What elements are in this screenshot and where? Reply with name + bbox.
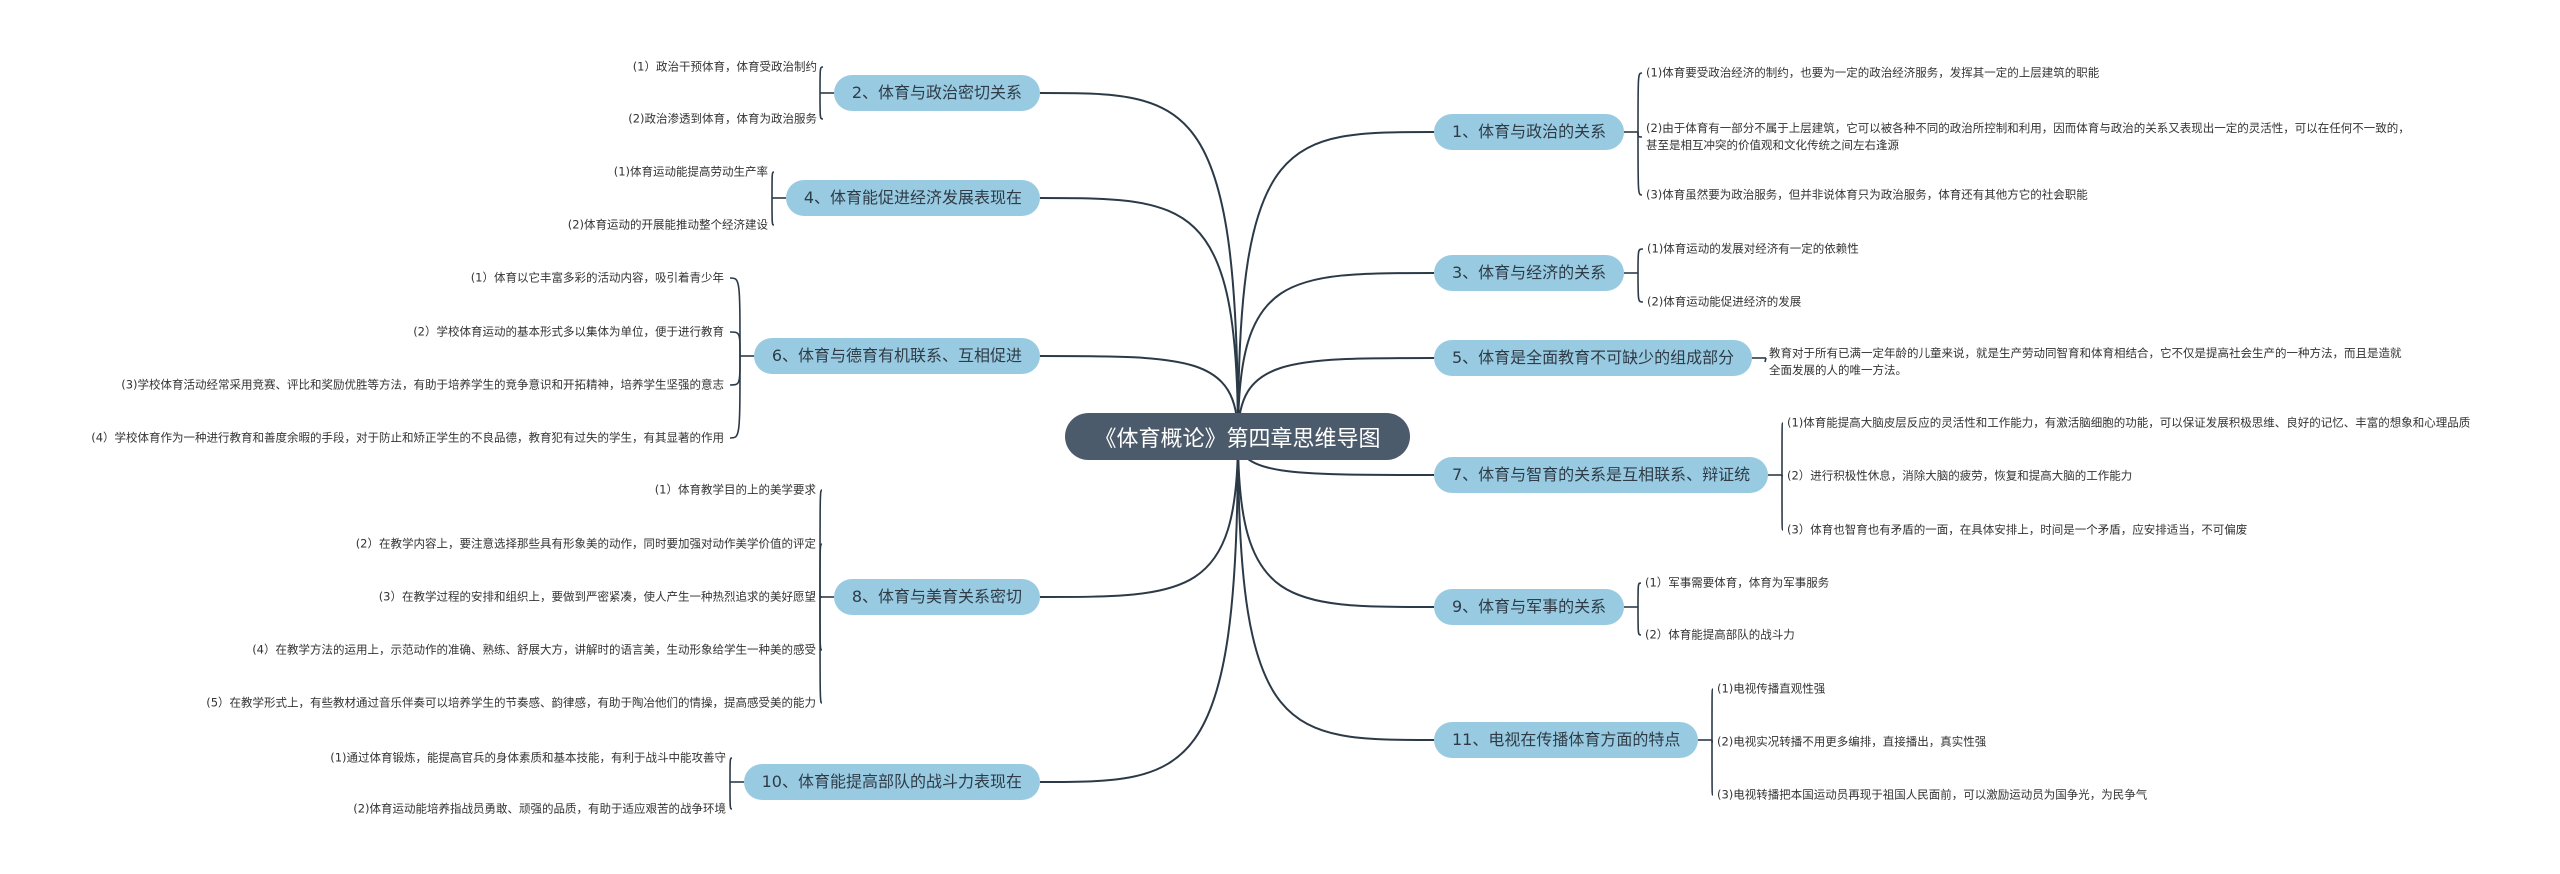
- branch-node[interactable]: 11、电视在传播体育方面的特点: [1434, 722, 1699, 758]
- leaf-text: (2)由于体育有一部分不属于上层建筑，它可以被各种不同的政治所控制和利用，因而体…: [1646, 121, 2410, 152]
- leaf-text: (4）学校体育作为一种进行教育和善度余暇的手段，对于防止和矫正学生的不良品德，教…: [91, 430, 724, 445]
- leaf-text: (3）体育也智育也有矛盾的一面，在具体安排上，时间是一个矛盾，应安排适当，不可偏…: [1787, 522, 2248, 537]
- bracket-curve: [819, 66, 824, 94]
- bracket-curve: [1637, 606, 1642, 636]
- leaf-text: (3)学校体育活动经常采用竞赛、评比和奖励优胜等方法，有助于培养学生的竞争意识和…: [121, 377, 724, 392]
- leaf-text: (2)电视实况转播不用更多编排，直接播出，真实性强: [1717, 734, 1987, 749]
- leaf-text: (1）军事需要体育，体育为军事服务: [1645, 575, 1830, 590]
- bracket-curve: [1711, 688, 1714, 741]
- bracket-curve: [729, 331, 741, 357]
- leaf-text: (4）在教学方法的运用上，示范动作的准确、熟练、舒展大方，讲解时的语言美，生动形…: [252, 642, 816, 657]
- bracket-curve: [729, 757, 733, 783]
- leaf-text: (3)电视转播把本国运动员再现于祖国人民面前，可以激励运动员为国争光，为民争气: [1717, 787, 2148, 802]
- bracket-curve: [1637, 582, 1642, 608]
- leaf-text: (1)通过体育锻炼，能提高官兵的身体素质和基本技能，有利于战斗中能攻善守: [330, 750, 726, 765]
- bracket-curve: [771, 171, 775, 199]
- leaf-text: (2)体育运动的开展能推动整个经济建设: [567, 217, 768, 232]
- bracket-curve: [729, 781, 733, 810]
- leaf-text: (1）政治干预体育，体育受政治制约: [632, 59, 817, 74]
- main-connector: [1237, 357, 1435, 438]
- bracket-curve: [771, 197, 775, 226]
- bracket-curve: [1637, 131, 1643, 196]
- leaf-text: (2）在教学内容上，要注意选择那些具有形象美的动作，同时要加强对动作美学价值的评…: [355, 536, 816, 551]
- bracket-curve: [819, 543, 823, 598]
- leaf-text: (3）在教学过程的安排和组织上，要做到严密紧凑，使人产生一种热烈追求的美好愿望: [378, 589, 816, 604]
- branch-node[interactable]: 8、体育与美育关系密切: [833, 579, 1040, 615]
- branch-node[interactable]: 9、体育与军事的关系: [1434, 589, 1625, 625]
- branch-node[interactable]: 1、体育与政治的关系: [1434, 114, 1625, 150]
- bracket-curve: [1781, 422, 1784, 476]
- bracket-curve: [729, 355, 741, 439]
- bracket-curve: [819, 92, 824, 120]
- branch-node[interactable]: 6、体育与德育有机联系、互相促进: [753, 338, 1040, 374]
- leaf-text: (2）学校体育运动的基本形式多以集体为单位，便于进行教育: [413, 324, 724, 339]
- bracket-curve: [1711, 739, 1714, 796]
- leaf-text: (1）体育以它丰富多彩的活动内容，吸引着青少年: [470, 270, 724, 285]
- leaf-text: (2)体育运动能培养指战员勇敢、顽强的品质，有助于适应艰苦的战争环境: [353, 801, 726, 816]
- main-connector: [1237, 436, 1435, 608]
- branch-node[interactable]: 7、体育与智育的关系是互相联系、辩证统: [1434, 457, 1769, 493]
- leaf-text: 教育对于所有已满一定年龄的儿童来说，就是生产劳动同智育和体育相结合，它不仅是提高…: [1769, 346, 2402, 377]
- bracket-curve: [1637, 272, 1644, 303]
- bracket-curve: [1781, 474, 1784, 531]
- root-node[interactable]: 《体育概论》第四章思维导图: [1065, 413, 1410, 460]
- branch-node[interactable]: 3、体育与经济的关系: [1434, 255, 1625, 291]
- leaf-text: (1)体育运动的发展对经济有一定的依赖性: [1647, 241, 1859, 256]
- branch-node[interactable]: 4、体育能促进经济发展表现在: [785, 180, 1040, 216]
- leaf-text: (1)电视传播直观性强: [1717, 681, 1826, 696]
- leaf-text: (1)体育要受政治经济的制约，也要为一定的政治经济服务，发挥其一定的上层建筑的职…: [1646, 65, 2100, 80]
- leaf-text: (2）进行积极性休息，消除大脑的疲劳，恢复和提高大脑的工作能力: [1787, 468, 2133, 483]
- leaf-text: (1）体育教学目的上的美学要求: [654, 482, 816, 497]
- bracket-curve: [1637, 248, 1644, 274]
- leaf-text: (1)体育能提高大脑皮层反应的灵活性和工作能力，有激活脑细胞的功能，可以保证发展…: [1787, 415, 2471, 430]
- main-connector: [1237, 436, 1435, 741]
- leaf-text: (2）体育能提高部队的战斗力: [1645, 627, 1795, 642]
- main-connector: [1039, 92, 1239, 438]
- branch-node[interactable]: 2、体育与政治密切关系: [833, 75, 1040, 111]
- main-connector: [1039, 436, 1239, 598]
- bracket-curve: [819, 596, 823, 704]
- bracket-curve: [729, 277, 741, 357]
- main-connector: [1039, 197, 1239, 438]
- leaf-text: (5）在教学形式上，有些教材通过音乐伴奏可以培养学生的节奏感、韵律感，有助于陶冶…: [206, 695, 816, 710]
- bracket-curve: [1764, 357, 1767, 363]
- branch-node[interactable]: 10、体育能提高部队的战斗力表现在: [743, 764, 1040, 800]
- leaf-text: (3)体育虽然要为政治服务，但并非说体育只为政治服务，体育还有其他方它的社会职能: [1646, 187, 2088, 202]
- leaf-text: (2)体育运动能促进经济的发展: [1647, 294, 1802, 309]
- bracket-curve: [729, 355, 741, 386]
- leaf-text: (2)政治渗透到体育，体育为政治服务: [628, 111, 817, 126]
- main-connector: [1039, 355, 1239, 438]
- main-connector: [1039, 436, 1239, 783]
- leaf-text: (1)体育运动能提高劳动生产率: [613, 164, 768, 179]
- main-connector: [1237, 272, 1435, 438]
- branch-node[interactable]: 5、体育是全面教育不可缺少的组成部分: [1434, 340, 1753, 376]
- main-connector: [1237, 131, 1435, 438]
- bracket-curve: [1637, 72, 1643, 133]
